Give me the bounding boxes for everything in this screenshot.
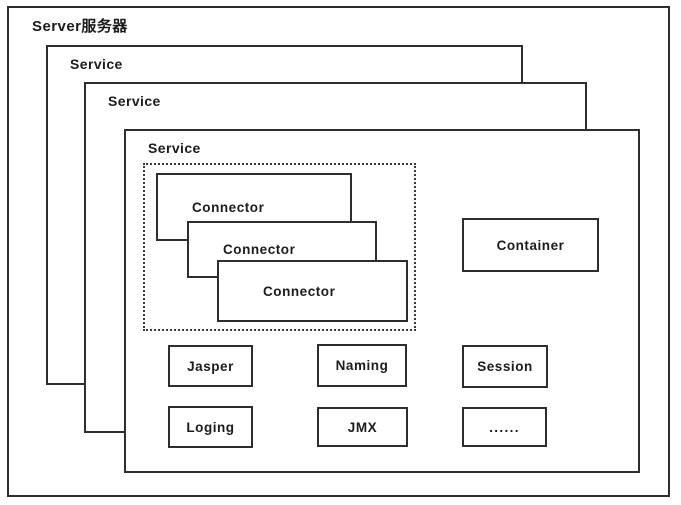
component-box-jmx: JMX [317, 407, 408, 447]
container-box: Container [462, 218, 599, 272]
component-box-ellipsis: ...... [462, 407, 547, 447]
service-label-3: Service [148, 140, 201, 156]
service-label-2: Service [108, 93, 161, 109]
service-box-3: Service Connector Connector Connector Co… [124, 129, 640, 473]
connector-group-dotted-box: Connector Connector Connector [143, 163, 416, 331]
connector-box-3: Connector [217, 260, 408, 322]
component-box-session: Session [462, 345, 548, 388]
component-box-loging: Loging [168, 406, 253, 448]
component-box-jasper: Jasper [168, 345, 253, 387]
service-label-1: Service [70, 56, 123, 72]
server-label: Server服务器 [32, 18, 128, 35]
component-box-naming: Naming [317, 344, 407, 387]
